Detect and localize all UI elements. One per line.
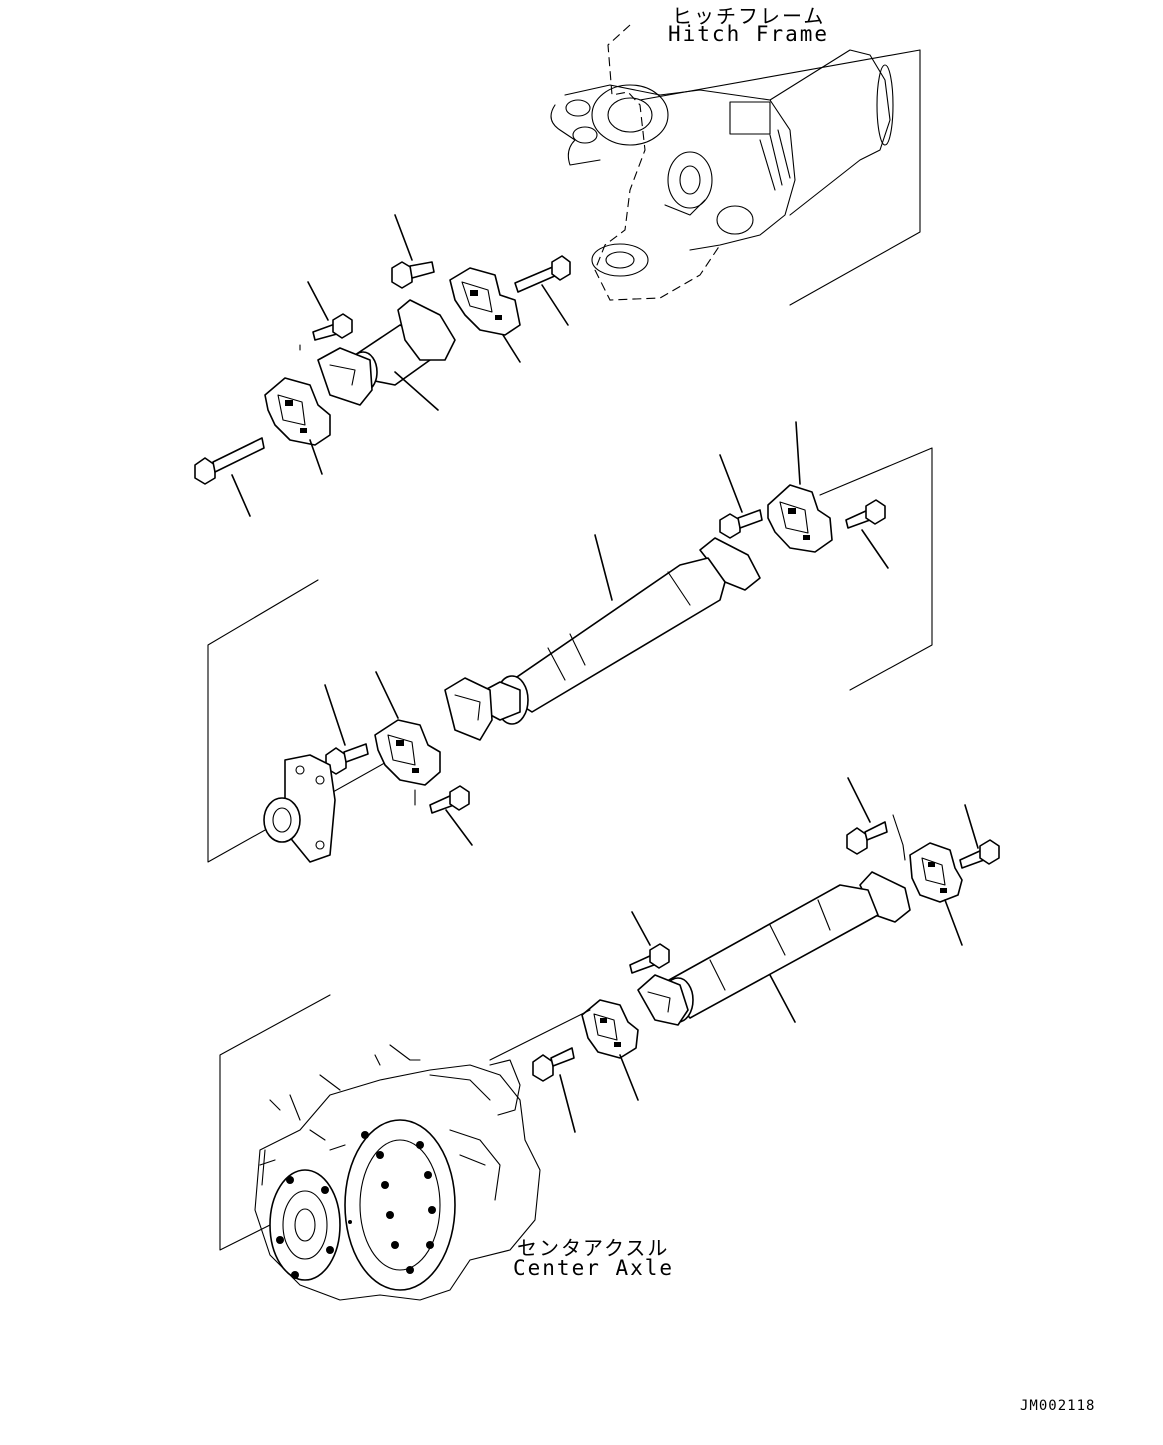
bolt — [312, 313, 353, 341]
drawing-code: JM002118 — [1020, 1398, 1096, 1414]
bolt — [532, 1047, 575, 1082]
short-drive-shaft — [317, 299, 456, 406]
upper-short-shaft-assembly — [194, 214, 571, 517]
hitch-frame-label-en: Hitch Frame — [668, 22, 830, 46]
flange-yoke — [263, 754, 336, 863]
lower-drive-shaft — [637, 871, 911, 1026]
center-axle — [254, 1044, 541, 1301]
bolt — [959, 839, 1000, 869]
bolt — [846, 821, 888, 855]
universal-joint-cross — [264, 377, 331, 446]
bolt — [325, 743, 369, 775]
universal-joint-cross — [909, 842, 963, 903]
bolt — [194, 437, 265, 485]
middle-shaft-assembly — [207, 421, 933, 863]
bolt — [391, 261, 435, 289]
universal-joint-cross — [449, 267, 521, 336]
universal-joint-cross — [581, 999, 639, 1059]
hitch-frame-label-jp: ヒッチフレーム — [672, 4, 826, 28]
universal-joint-cross — [374, 719, 441, 786]
center-axle-label-jp: センタアクスル — [517, 1236, 670, 1260]
bolt — [629, 943, 670, 974]
bolt — [429, 785, 470, 814]
hitch-frame — [550, 24, 921, 306]
bolt — [514, 255, 571, 293]
center-axle-label-en: Center Axle — [513, 1256, 675, 1280]
universal-joint-cross — [767, 484, 833, 553]
bolt — [719, 509, 763, 539]
lower-shaft-assembly — [219, 777, 1000, 1251]
bolt — [845, 499, 886, 529]
long-drive-shaft — [444, 537, 761, 741]
